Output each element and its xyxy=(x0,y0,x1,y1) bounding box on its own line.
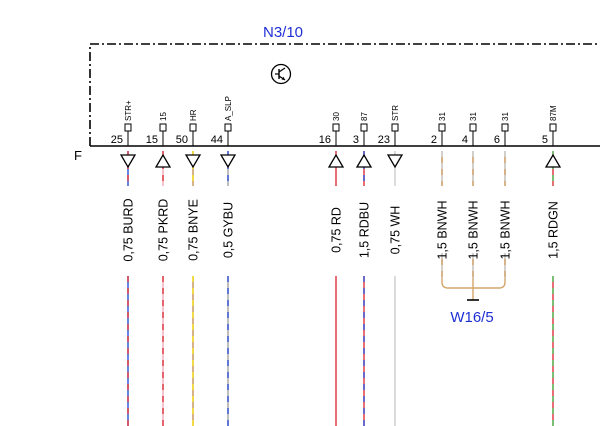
input-arrow-icon xyxy=(154,153,172,168)
pin-number: 44 xyxy=(211,134,223,146)
ground-label: W16/5 xyxy=(450,309,493,326)
pin-name: 87 xyxy=(360,112,369,121)
pin-marker xyxy=(189,123,197,132)
wire-label: 0,75 RD xyxy=(330,207,344,253)
transistor-icon xyxy=(270,63,292,85)
pin-number: 4 xyxy=(462,134,468,146)
pin-name: 15 xyxy=(159,112,168,121)
input-arrow-icon xyxy=(327,153,345,168)
wire-label: 1,5 BNWH xyxy=(436,200,450,259)
pin-number: 2 xyxy=(431,134,437,146)
output-arrow-icon xyxy=(219,154,237,169)
pin-name: 31 xyxy=(501,112,510,121)
pin-marker xyxy=(391,123,399,132)
pin-9: 31 4 1,5 BNWH xyxy=(462,112,481,278)
pin-5: 30 16 0,75 RD xyxy=(319,112,345,426)
pin-11: 87M 5 1,5 RDGN xyxy=(542,105,562,426)
output-arrow-icon xyxy=(386,154,404,169)
frame-label: F xyxy=(74,148,82,163)
wire-label: 0,5 GYBU xyxy=(222,202,236,258)
wire-label: 0,75 PKRD xyxy=(157,199,171,262)
wire-label: 1,5 BNWH xyxy=(499,200,513,259)
pin-number: 23 xyxy=(378,134,390,146)
output-arrow-icon xyxy=(184,154,202,169)
wire-label: 0,75 BNYE xyxy=(187,199,201,261)
input-arrow-icon xyxy=(544,153,562,168)
pin-marker xyxy=(501,123,509,132)
pin-10: 31 6 1,5 BNWH xyxy=(494,112,513,278)
pin-8: 31 2 1,5 BNWH xyxy=(431,112,450,278)
pin-number: 5 xyxy=(542,134,548,146)
pin-marker xyxy=(549,123,557,132)
wire-label: 0,75 WH xyxy=(389,206,403,255)
pin-marker xyxy=(438,123,446,132)
component-outline xyxy=(89,43,600,146)
pin-number: 3 xyxy=(353,134,359,146)
pin-name: 87M xyxy=(549,105,558,121)
wire-label: 1,5 BNWH xyxy=(467,200,481,259)
pin-name: STR+ xyxy=(124,100,133,121)
pin-marker xyxy=(124,123,132,132)
pin-number: 15 xyxy=(146,134,158,146)
pin-4: A_SLP 44 0,5 GYBU xyxy=(211,96,237,426)
component-label: N3/10 xyxy=(263,24,303,41)
pin-6: 87 3 1,5 RDBU xyxy=(353,112,373,426)
pin-3: HR 50 0,75 BNYE xyxy=(176,109,202,426)
pin-7: STR 23 0,75 WH xyxy=(378,105,404,426)
pin-name: 31 xyxy=(469,112,478,121)
pin-marker xyxy=(469,123,477,132)
pin-marker xyxy=(332,123,340,132)
pin-name: HR xyxy=(189,109,198,121)
pin-1: STR+ 25 0,75 BURD xyxy=(111,100,137,426)
output-arrow-icon xyxy=(119,154,137,169)
wire-label: 0,75 BURD xyxy=(122,198,136,261)
pin-name: STR xyxy=(391,105,400,121)
pin-name: 31 xyxy=(438,112,447,121)
wire-label: 1,5 RDGN xyxy=(547,201,561,259)
pin-marker xyxy=(360,123,368,132)
wire-label: 1,5 RDBU xyxy=(358,202,372,258)
pin-marker xyxy=(159,123,167,132)
pin-name: 30 xyxy=(332,112,341,121)
pin-number: 50 xyxy=(176,134,188,146)
pin-number: 16 xyxy=(319,134,331,146)
pin-2: 15 15 0,75 PKRD xyxy=(146,112,172,426)
pin-marker xyxy=(224,123,232,132)
pin-name: A_SLP xyxy=(224,96,233,121)
ground-junction xyxy=(441,278,506,301)
pin-number: 25 xyxy=(111,134,123,146)
pin-number: 6 xyxy=(494,134,500,146)
input-arrow-icon xyxy=(355,153,373,168)
